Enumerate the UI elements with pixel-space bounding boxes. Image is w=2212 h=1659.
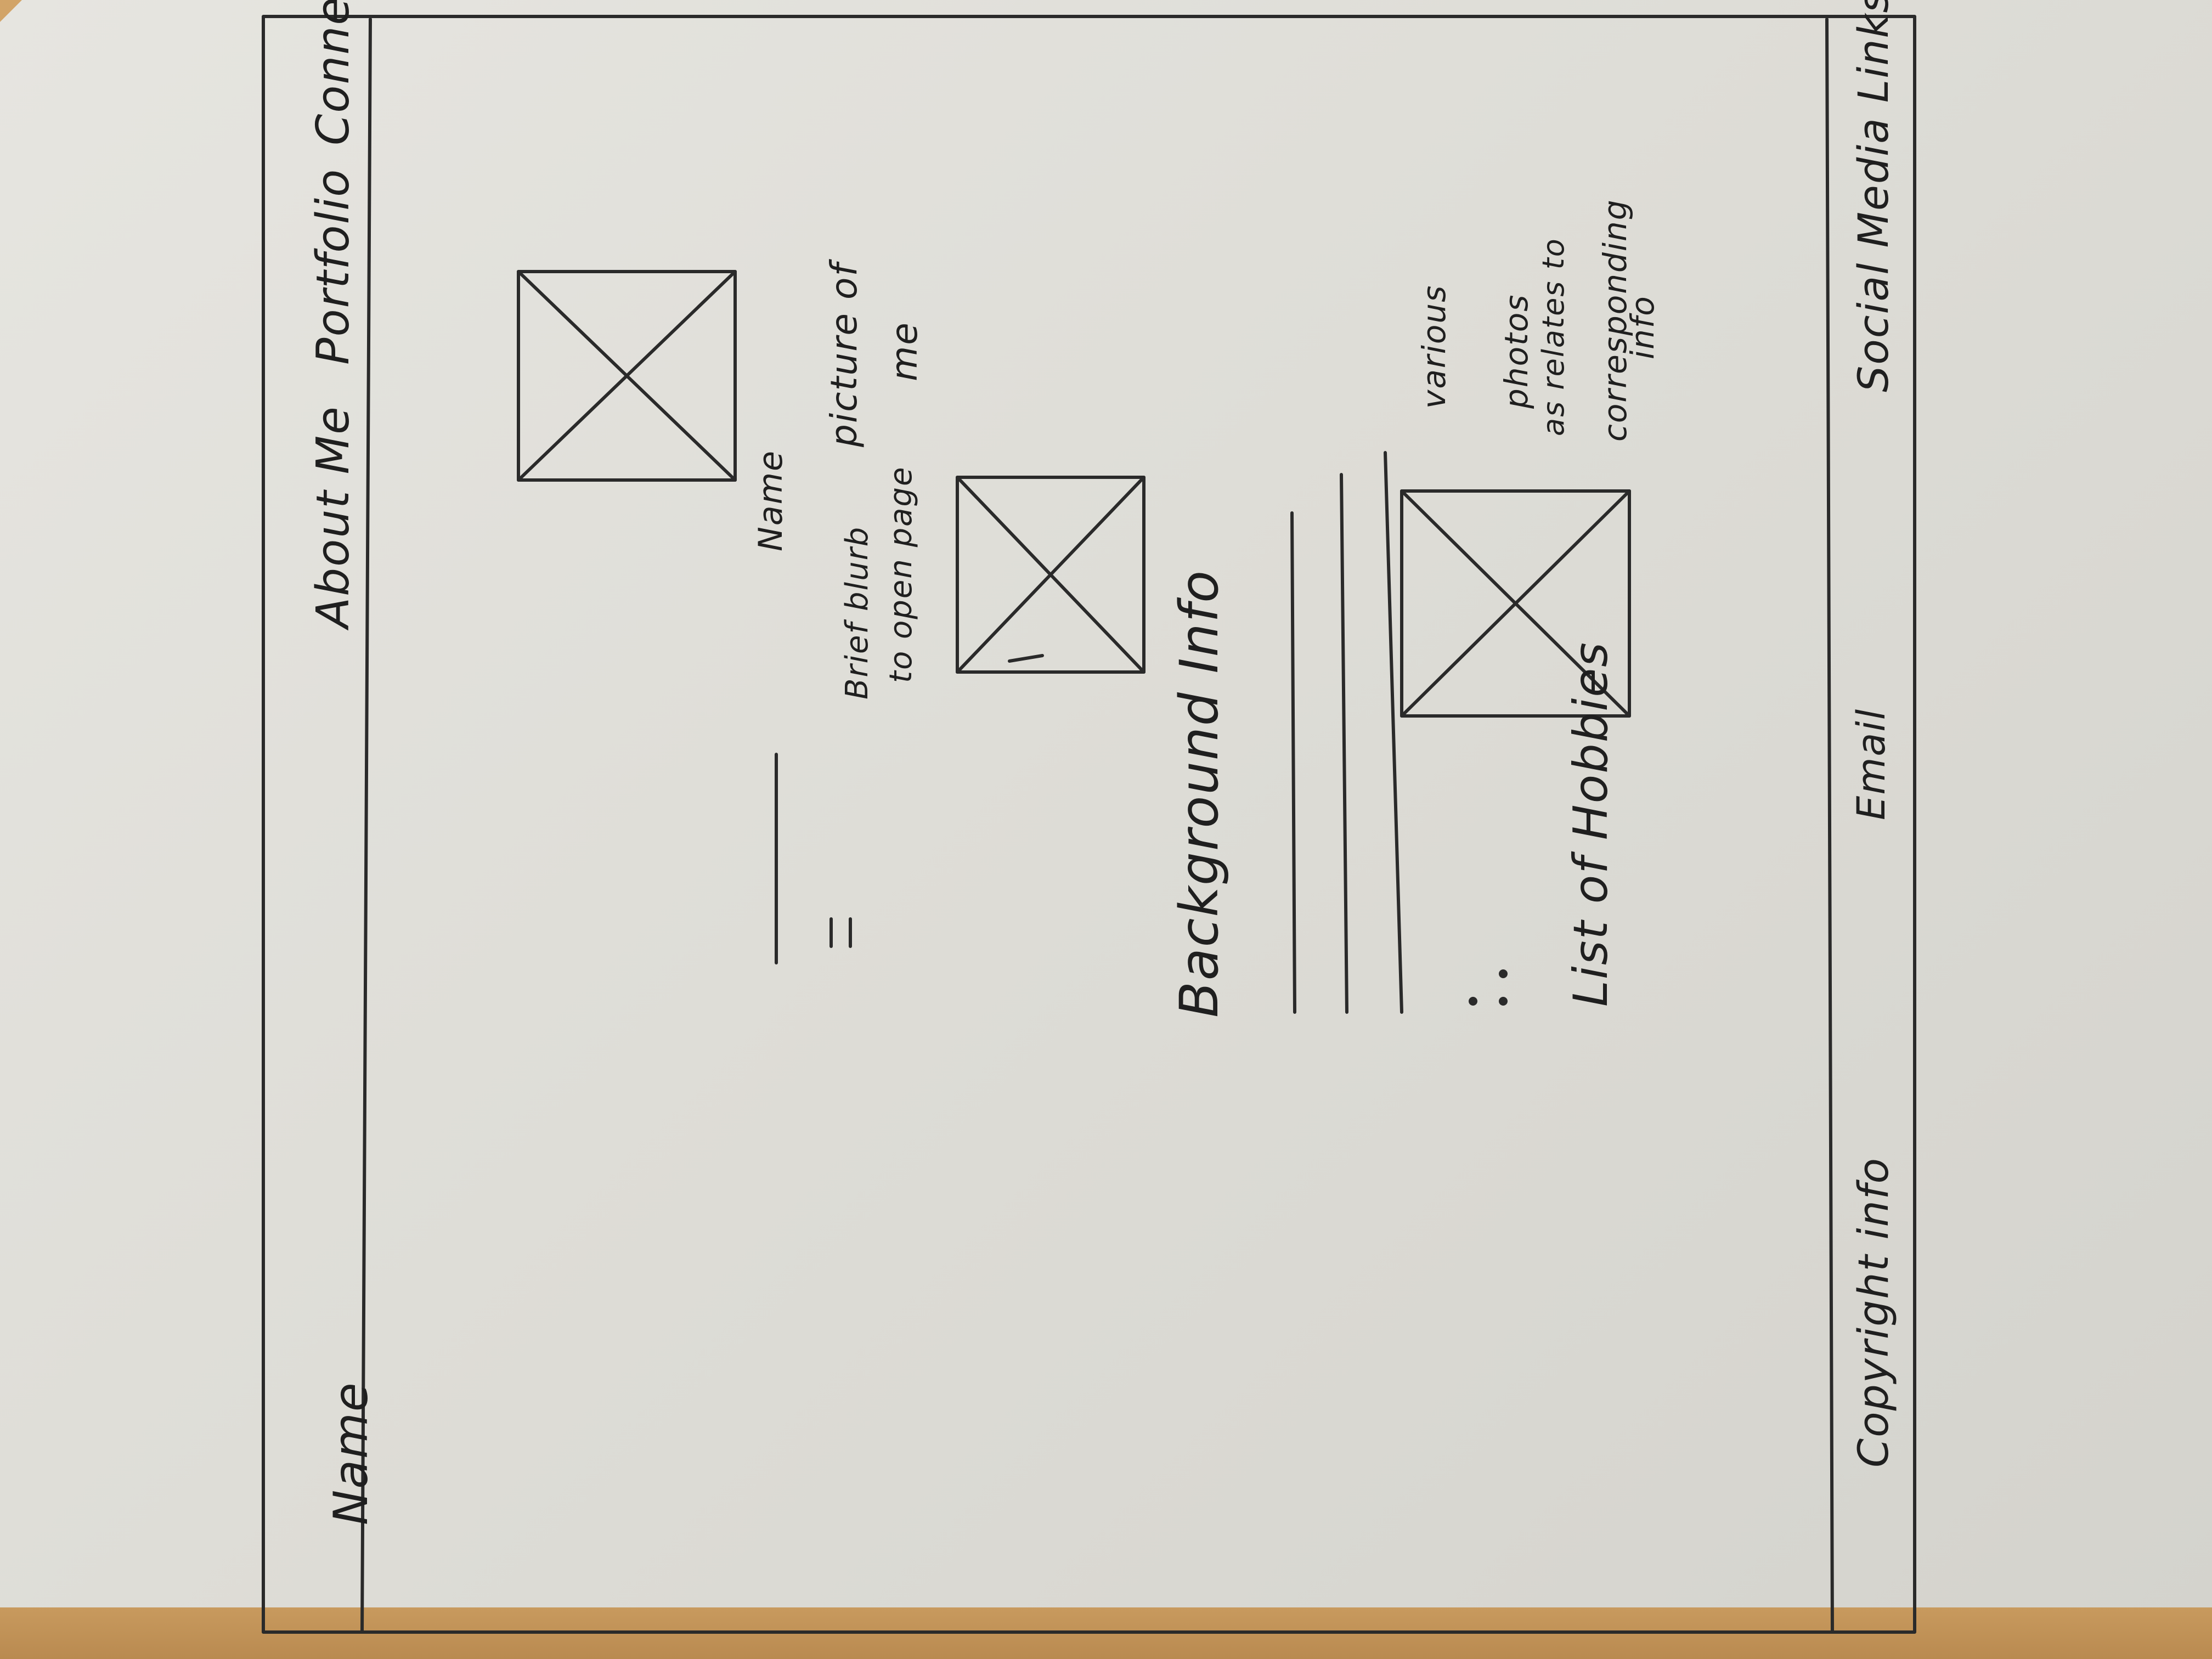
hobbies-image-placeholder [1400, 489, 1631, 718]
hobbies-dot-1 [1499, 969, 1508, 978]
nav-about-me[interactable]: About Me [307, 405, 359, 628]
hobbies-title: List of Hobbies [1564, 641, 1618, 1007]
nav-portfolio[interactable]: Portfolio [307, 168, 359, 365]
hobbies-dot-2 [1499, 997, 1508, 1006]
footer-email-link[interactable]: Email [1849, 708, 1894, 820]
hero-image-placeholder [517, 270, 737, 482]
header-divider [360, 18, 372, 1634]
photos-caption-line1: various [1415, 284, 1453, 409]
background-text-line-3 [1384, 451, 1403, 1014]
photos-caption-line2: photos [1498, 294, 1535, 409]
background-text-line-1 [1290, 511, 1296, 1014]
background-text-line-2 [1340, 473, 1348, 1014]
wireframe-frame [262, 15, 1916, 1634]
hobbies-dot-3 [1469, 997, 1477, 1006]
background-title: Background Info [1169, 569, 1230, 1018]
wireframe-page: Name About Me Portfolio Connect Name Bri… [258, 0, 1920, 1643]
photos-caption-line3: as relates to [1536, 238, 1571, 436]
paper-corner [0, 0, 22, 22]
hero-picture-caption-line1: picture of [823, 262, 865, 447]
brand-name[interactable]: Name [324, 1381, 379, 1525]
hero-picture-caption-line2: me [883, 321, 926, 381]
photos-caption-line5: info [1624, 295, 1661, 359]
nav-connect[interactable]: Connect [307, 0, 359, 145]
page-outline [262, 15, 1916, 1634]
hero-name: Name [752, 449, 790, 551]
wireframe-sketch: Name About Me Portfolio Connect Name Bri… [258, 0, 1920, 1643]
hero-blurb-line1: Brief blurb [839, 526, 875, 699]
background-image-placeholder [956, 476, 1146, 674]
footer-divider [1825, 18, 1834, 1634]
footer-social-media-links[interactable]: Social Media Links [1849, 0, 1898, 392]
hero-blurb-line2: to open page [883, 466, 919, 683]
footer-copyright: Copyright info [1849, 1156, 1898, 1468]
